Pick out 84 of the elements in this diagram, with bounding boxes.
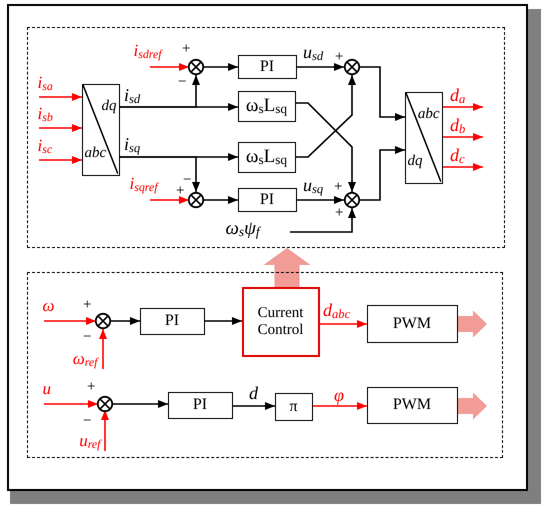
edge-label: d (249, 384, 258, 402)
arrow (443, 163, 483, 171)
arrow (44, 317, 96, 325)
sign-label: + (87, 380, 96, 395)
block-arrow (458, 310, 487, 338)
arrow (204, 196, 238, 204)
summing-junction (188, 58, 204, 74)
arrow (360, 66, 405, 121)
arrow (99, 329, 107, 369)
block-arrow (458, 392, 487, 420)
arrow (111, 317, 140, 325)
gain-block: ω$_{s}$L$_{sq}$ (238, 90, 296, 122)
signal-label: ω$_{s}$ψ$_{f}$ (226, 218, 290, 242)
edge-label: u$_{sd}$ (303, 43, 324, 61)
control-block: Current Control (242, 286, 320, 356)
arrow (150, 63, 189, 71)
arrow (39, 156, 82, 164)
sign-label: − (178, 75, 186, 90)
edge-label: i$_{sd}$ (124, 86, 140, 104)
arrow (204, 63, 238, 71)
arrow (360, 146, 405, 201)
sign-label: − (83, 414, 92, 429)
summing-junction (188, 192, 204, 208)
edge-label: u$_{sq}$ (303, 176, 324, 194)
sign-label: + (83, 298, 92, 313)
block-label: dq (408, 154, 422, 168)
arrow (233, 402, 275, 410)
controller-block: PI (168, 392, 232, 418)
controller-block: PI (238, 188, 296, 212)
arrow (113, 400, 168, 408)
edge-label: d$_{b}$ (450, 116, 466, 134)
summing-junction (94, 312, 110, 328)
arrow (290, 208, 356, 233)
arrow (297, 63, 344, 71)
block-label: abc (418, 106, 440, 122)
controller-block: PI (140, 308, 204, 334)
summing-junction (344, 192, 360, 208)
arrow (296, 102, 356, 192)
signal-label: ω (42, 296, 80, 322)
arrow (120, 156, 200, 192)
sign-label: + (335, 206, 344, 221)
arrow (44, 400, 98, 408)
transform-block (82, 84, 120, 176)
signal-label: i$_{sb}$ (38, 104, 70, 128)
dashed-frame (27, 27, 505, 248)
arrow (39, 93, 82, 101)
block-label: dq (102, 98, 116, 114)
arrow (297, 196, 344, 204)
transform-block (404, 92, 442, 184)
arrow (101, 410, 109, 451)
block-label: abc (84, 146, 106, 160)
pwm-block: PWM (366, 386, 458, 424)
sign-label: + (182, 42, 190, 57)
summing-junction (344, 58, 360, 74)
function-block: π (274, 392, 312, 420)
signal-label: i$_{sa}$ (38, 74, 70, 98)
edge-label: d$_{c}$ (450, 146, 465, 164)
edge-label: d$_{abc}$ (323, 301, 350, 319)
sign-label: − (83, 330, 92, 345)
signal-label: i$_{sdref}$ (134, 42, 184, 68)
block-arrow (264, 248, 310, 287)
signal-label: i$_{sc}$ (38, 136, 70, 160)
arrow (443, 133, 483, 141)
arrow (296, 75, 356, 158)
summing-junction (96, 396, 112, 412)
arrow (120, 75, 200, 108)
signal-label: u (42, 380, 74, 404)
signal-label: u$_{ref}$ (54, 432, 106, 452)
arrow (39, 124, 82, 132)
sign-label: + (335, 50, 344, 65)
edge-label: φ (334, 386, 344, 404)
arrow (205, 317, 242, 325)
sign-label: + (334, 180, 342, 195)
arrow (150, 196, 189, 204)
edge-label: d$_{a}$ (450, 86, 466, 104)
pwm-block: PWM (366, 304, 458, 342)
controller-block: PI (238, 54, 296, 78)
arrow (320, 320, 367, 328)
signal-label: ω$_{ref}$ (44, 350, 102, 370)
gain-block: ω$_{s}$L$_{sq}$ (238, 142, 296, 172)
arrow (313, 402, 367, 410)
edge-label: i$_{sq}$ (124, 135, 140, 153)
arrow (443, 103, 483, 111)
sign-label: − (183, 173, 192, 188)
